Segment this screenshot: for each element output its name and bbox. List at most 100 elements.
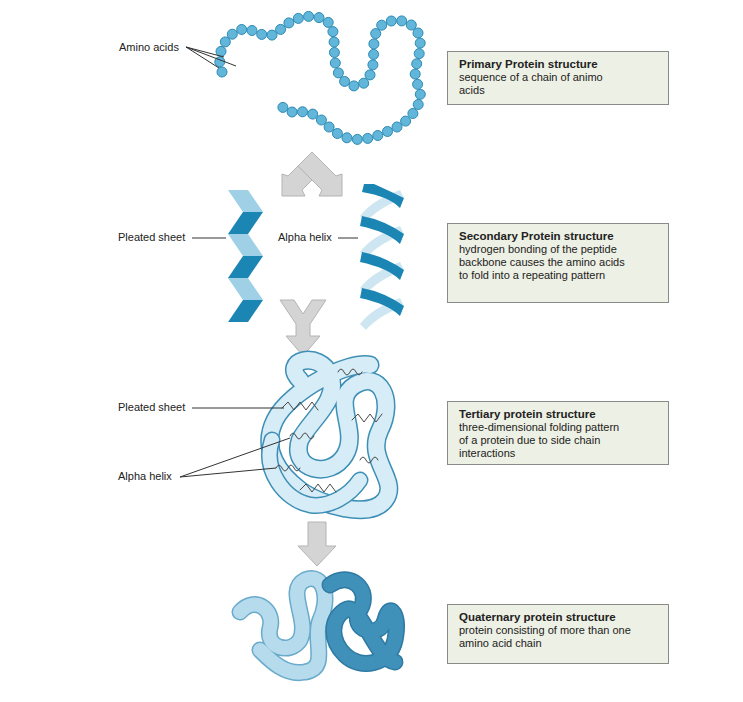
sheet-strand: [228, 190, 263, 212]
tertiary-fold: [270, 360, 389, 509]
amino-acid-bead: [413, 79, 423, 89]
amino-acid-bead: [330, 58, 340, 68]
leader-line: [338, 238, 358, 239]
structure-box: Primary Protein structuresequence of a c…: [447, 51, 669, 105]
chain-outline: [240, 579, 325, 673]
leader-line: [180, 438, 290, 477]
amino-acid-bead: [369, 39, 379, 49]
helix-front: [362, 184, 404, 208]
level-heading: Quaternary protein structure: [459, 610, 634, 624]
leader-line: [192, 238, 226, 239]
amino-acid-bead: [349, 81, 359, 91]
amino-acid-bead: [267, 30, 277, 40]
fold-sheet: [282, 402, 318, 410]
amino-acid-bead: [406, 20, 416, 30]
chain-light: [240, 579, 325, 673]
fold-helix: [360, 457, 378, 463]
amino-acid-bead: [304, 11, 314, 21]
amino-acid-bead: [408, 109, 418, 119]
fold-helix: [290, 433, 314, 439]
amino-acid-bead: [363, 133, 373, 143]
amino-acid-bead: [333, 68, 343, 78]
structure-box: Secondary Protein structurehydrogen bond…: [447, 223, 669, 303]
level-heading: Tertiary protein structure: [459, 407, 634, 421]
leader-lines: [186, 47, 236, 68]
amino-acid-bead: [412, 59, 422, 69]
flow-arrow: [282, 152, 342, 196]
part-label: Alpha helix: [278, 231, 332, 244]
amino-acid-bead: [298, 107, 308, 117]
sheet-strand: [228, 300, 263, 322]
sheet-strand: [228, 278, 263, 300]
amino-acid-bead: [386, 16, 396, 26]
amino-acid-bead: [323, 17, 333, 27]
alpha-helix: [360, 184, 404, 330]
amino-acid-bead: [340, 76, 350, 86]
amino-acid-bead: [329, 37, 339, 47]
amino-acid-bead: [413, 100, 423, 110]
fold-helix: [338, 369, 362, 375]
amino-acid-bead: [373, 131, 383, 141]
leader-line: [180, 468, 276, 477]
leader-line: [186, 47, 236, 66]
leader-line: [186, 47, 224, 57]
amino-acid-bead: [328, 27, 338, 37]
level-description: three-dimensional folding pattern of a p…: [459, 421, 631, 460]
chain-outline: [330, 580, 396, 664]
amino-acid-bead: [365, 70, 375, 80]
pleated-sheet: [228, 190, 263, 322]
amino-acid-bead: [415, 38, 425, 48]
amino-acid-bead: [414, 49, 424, 59]
amino-acid-bead: [368, 60, 378, 70]
amino-acid-bead: [342, 133, 352, 143]
amino-acid-bead: [352, 134, 362, 144]
amino-acid-bead: [287, 107, 297, 117]
amino-acid-bead: [383, 127, 393, 137]
amino-acid-bead: [217, 67, 227, 77]
amino-acid-bead: [314, 13, 324, 23]
amino-acid-bead: [397, 16, 407, 26]
flow-arrow: [298, 522, 336, 566]
amino-acid-bead: [410, 69, 420, 79]
amino-acid-bead: [377, 20, 387, 30]
level-heading: Primary Protein structure: [459, 57, 634, 71]
amino-acid-bead: [237, 25, 247, 35]
amino-acid-bead: [401, 116, 411, 126]
amino-acid-bead: [278, 102, 288, 112]
part-label: Alpha helix: [118, 470, 172, 483]
amino-acid-bead: [316, 115, 326, 125]
quaternary-complex: [240, 579, 396, 673]
amino-acid-bead: [369, 49, 379, 59]
amino-acid-bead: [392, 122, 402, 132]
chain-path: [220, 16, 421, 139]
amino-acid-bead: [227, 29, 237, 39]
amino-acid-bead: [257, 29, 267, 39]
amino-acid-bead: [332, 129, 342, 139]
amino-acid-bead: [415, 89, 425, 99]
sheet-strand: [228, 212, 263, 234]
level-heading: Secondary Protein structure: [459, 229, 634, 243]
sheet-strand: [228, 256, 263, 278]
part-label: Pleated sheet: [118, 231, 185, 244]
fold-outline: [270, 360, 389, 509]
amino-acid-bead: [293, 13, 303, 23]
amino-acid-bead: [413, 28, 423, 38]
merge-arrow: [280, 300, 326, 356]
amino-acid-bead: [359, 78, 369, 88]
flow-arrow: [280, 300, 326, 356]
structure-box: Quaternary protein structureprotein cons…: [447, 604, 669, 664]
helix-front: [360, 216, 404, 244]
amino-acid-bead: [308, 109, 318, 119]
amino-acid-bead: [276, 24, 286, 34]
fold-helix: [276, 465, 300, 471]
part-label: Amino acids: [119, 41, 179, 54]
fold-sheet: [300, 484, 336, 492]
sheet-strand: [228, 234, 263, 256]
fold-fill: [270, 360, 389, 509]
amino-acid-beads: [215, 11, 425, 144]
helix-front: [360, 252, 404, 280]
structure-box: Tertiary protein structurethree-dimensio…: [447, 401, 669, 465]
chain-dark: [330, 580, 396, 664]
